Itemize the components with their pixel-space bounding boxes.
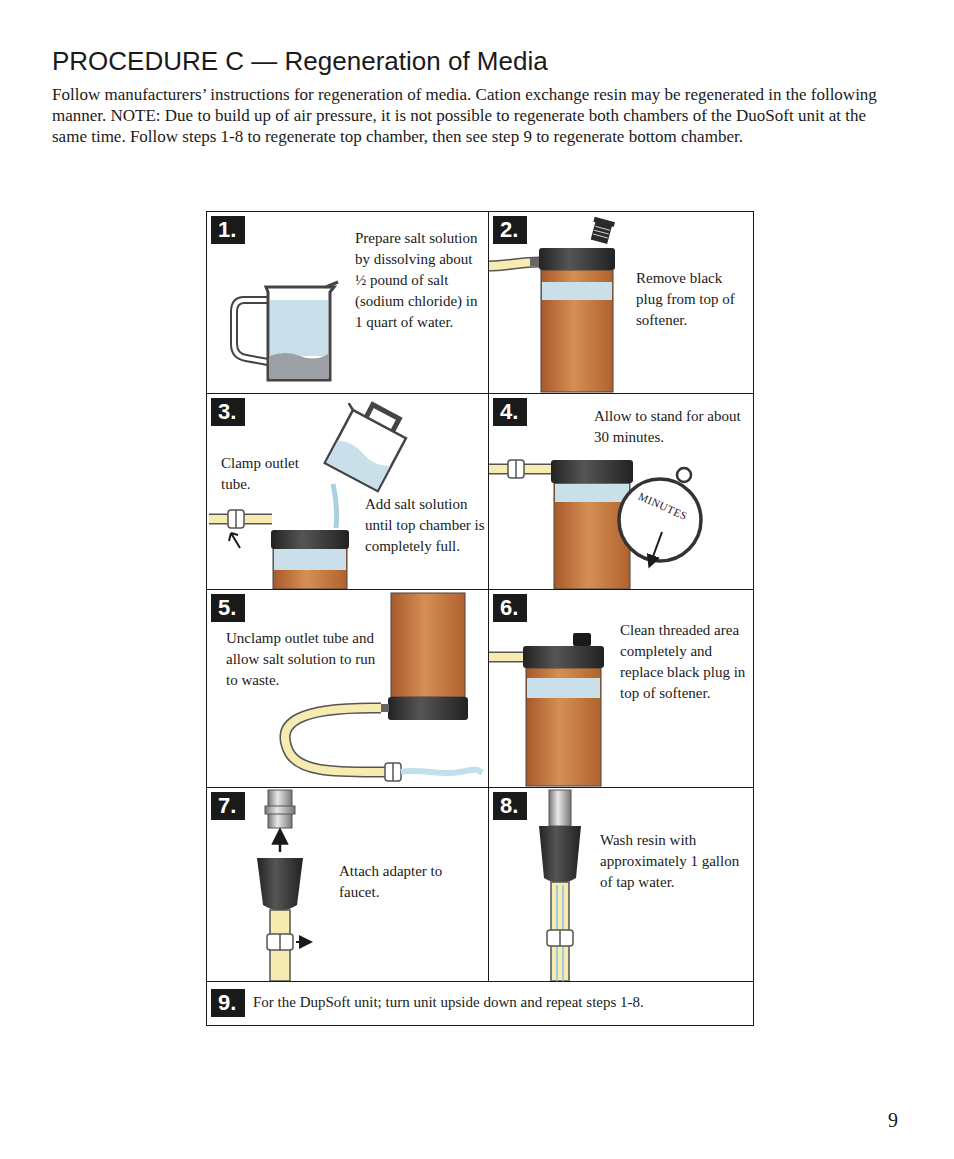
step-text: Clean threaded area completely and repla…: [620, 620, 748, 704]
step-text: For the DupSoft unit; turn unit upside d…: [253, 992, 743, 1013]
softener-canister: [489, 217, 615, 392]
step-panel: 2. Remove black plug from top of softener…: [488, 211, 754, 394]
step-number: 1.: [211, 216, 245, 244]
step-panel: 9. For the DupSoft unit; turn unit upside…: [206, 981, 754, 1026]
step-panel: 1. Prepare salt solution by dissolving ab…: [206, 211, 489, 394]
step-text: Clamp outlet tube.: [221, 453, 316, 495]
step-text: Remove black plug from top of softener.: [636, 268, 748, 331]
fill-canister: [209, 394, 412, 589]
step-text: Unclamp outlet tube and allow salt solut…: [226, 628, 389, 691]
intro-paragraph: Follow manufacturers’ instructions for r…: [52, 84, 898, 147]
faucet-adapter: [257, 790, 306, 981]
step-panel: 8. Wash resin with approximately 1 gallon…: [488, 787, 754, 982]
step-panel: 6. Clean threaded area completely and rep…: [488, 589, 754, 788]
step-number: 2.: [493, 216, 527, 244]
step-number: 4.: [493, 398, 527, 426]
step-panel: 7. Attach adapter to faucet.: [206, 787, 489, 982]
draining-canister: [285, 593, 482, 781]
step-panel: 4. Allow to stand for about 30 minutes.: [488, 393, 754, 590]
step-number: 6.: [493, 594, 527, 622]
step-text: Add salt solution until top chamber is c…: [365, 494, 487, 557]
step-text: Wash resin with approximately 1 gallon o…: [600, 830, 750, 893]
step-number: 8.: [493, 792, 527, 820]
step-number: 9.: [211, 989, 245, 1017]
washing-adapter: [539, 790, 581, 981]
step-number: 5.: [211, 594, 245, 622]
standing-canister: [489, 460, 701, 589]
pitcher: [234, 282, 338, 380]
step-text: Allow to stand for about 30 minutes.: [594, 406, 749, 448]
page-title: PROCEDURE C — Regeneration of Media: [52, 45, 548, 77]
page-number: 9: [888, 1108, 918, 1132]
step-number: 7.: [211, 792, 245, 820]
step-text: Prepare salt solution by dissolving abou…: [355, 228, 485, 333]
step-panel: 5. Unclamp outlet tube and allow salt sol…: [206, 589, 489, 788]
step-text: Attach adapter to faucet.: [339, 861, 454, 903]
step-panel: 3. Clamp outlet tube. Add salt solution un…: [206, 393, 489, 590]
plugged-canister: [489, 633, 604, 786]
step-number: 3.: [211, 398, 245, 426]
